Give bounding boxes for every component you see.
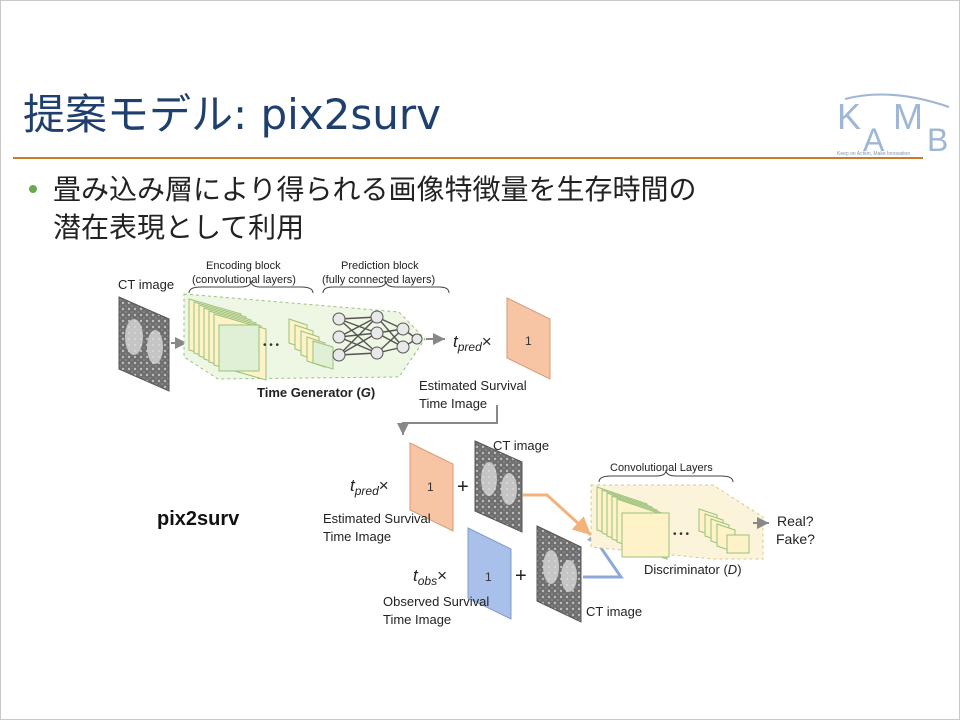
gen-ellipsis: • • • [263, 340, 280, 351]
disc-plus-bottom: + [515, 565, 527, 587]
disc-estimated-arrow [523, 493, 593, 537]
fc-nodes [332, 310, 423, 362]
disc-t-pred: tpred× [350, 476, 389, 498]
kamb-logo: K M A B Keep on Action, Make Innovation [831, 91, 953, 157]
conv-layers-brace [598, 469, 734, 483]
gen-small-conv-stack [288, 318, 334, 370]
disc-observed-arrow [583, 544, 624, 579]
discriminator-section: pix2surv tpred× 1 + CT image Estimated S… [157, 438, 815, 627]
logo-letter-m: M [893, 96, 923, 137]
disc-est-label-2: Time Image [323, 529, 391, 544]
slide-title: 提案モデル: pix2surv [23, 90, 442, 139]
prediction-block-label-1: Prediction block [341, 260, 419, 272]
disc-small-conv-stack [698, 508, 750, 554]
disc-obs-label-2: Time Image [383, 612, 451, 627]
disc-conv-stack [596, 486, 670, 560]
disc-plus-top: + [457, 476, 469, 498]
disc-title: Discriminator (D) [644, 562, 742, 577]
disc-obs-label-1: Observed Survival [383, 594, 489, 609]
prediction-block-label-2: (fully connected layers) [322, 274, 435, 286]
gen-output-label-1: Estimated Survival [419, 378, 527, 393]
gen-estimated-survival-image: 1 [506, 297, 551, 380]
encoding-block-label-1: Encoding block [206, 260, 281, 272]
logo-letter-b: B [927, 122, 948, 157]
logo-tagline: Keep on Action, Make Innovation [837, 151, 910, 157]
model-name: pix2surv [157, 508, 240, 530]
logo-letter-k: K [837, 96, 861, 137]
gen-output-value: 1 [525, 334, 532, 348]
disc-est-label-1: Estimated Survival [323, 511, 431, 526]
bullet-line-2: 潜在表現として利用 [53, 211, 305, 244]
gen-conv-stack [188, 298, 267, 381]
logo-swoosh [844, 93, 950, 108]
encoding-brace [188, 280, 314, 294]
time-generator: CT image Encoding block (convolutional l… [118, 260, 551, 435]
disc-ct-image-bottom [536, 525, 582, 623]
title-divider [13, 157, 923, 159]
disc-estimated-survival-image: 1 [409, 442, 454, 532]
gen-t-pred: tpred× [453, 332, 492, 354]
prediction-brace [322, 280, 450, 294]
logo-letter-a: A [863, 122, 885, 157]
disc-ellipsis: • • • [673, 529, 690, 540]
bullet-text: 畳み込み層により得られる画像特徴量を生存時間の 潜在表現として利用 [53, 171, 696, 247]
gen-ct-image-label: CT image [118, 277, 174, 292]
bullet-line-1: 畳み込み層により得られる画像特徴量を生存時間の [53, 173, 697, 206]
gen-to-disc-connector [397, 405, 498, 435]
conv-layers-label: Convolutional Layers [610, 462, 713, 474]
gen-output-label-2: Time Image [419, 396, 487, 411]
fake-label: Fake? [776, 531, 815, 547]
encoding-block-label-2: (convolutional layers) [192, 274, 296, 286]
disc-ct-label-bottom: CT image [586, 604, 642, 619]
real-label: Real? [777, 513, 814, 529]
disc-obs-value: 1 [485, 570, 492, 584]
bullet-marker [29, 185, 37, 193]
gen-ct-image [118, 296, 170, 392]
disc-observed-survival-image: 1 [467, 527, 512, 620]
disc-ct-label-top: CT image [493, 438, 549, 453]
disc-est-value: 1 [427, 480, 434, 494]
disc-ct-image-top [474, 440, 523, 533]
gen-title: Time Generator (G) [257, 385, 375, 400]
disc-t-obs: tobs× [413, 566, 447, 588]
